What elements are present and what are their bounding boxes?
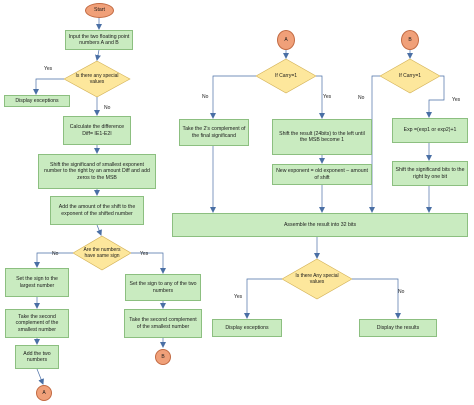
carry-text-b: If Carry=1 [398,73,422,79]
no-label-special2: No [398,289,405,295]
new-exponent-box: New exponent = old exponent – amount of … [272,164,372,185]
yes-label-same-sign: Yes [140,251,149,257]
calculate-difference-box: Calculate the difference Diff= IE1-E2I [63,116,131,145]
connector-a-top: A [277,30,295,50]
second-complement-left-box: Take the second complement of the smalle… [5,309,69,338]
input-numbers-box: Input the two floating point numbers A a… [65,30,133,50]
yes-label-carry-b: Yes [452,97,461,103]
no-label-same-sign: No [52,251,59,257]
carry-decision-b [379,58,441,94]
yes-label-special1: Yes [44,66,53,72]
connector-lines [33,17,445,385]
set-sign-any-box: Set the sign to any of the two numbers [125,274,201,301]
carry-text-a: If Carry=1 [274,73,298,79]
yes-label-special2: Yes [234,294,243,300]
set-sign-largest-box: Set the sign to the largest number [5,268,69,297]
shift-right-one-box: Shift the significand bits to the right … [392,161,468,186]
shift-significand-box: Shift the significand of smallest expone… [38,154,156,189]
no-label-special1: No [104,105,111,111]
display-results-box: Display the results [359,319,437,337]
display-exceptions-box-1: Display exceptions [4,95,70,107]
yes-label-carry-a: Yes [323,94,332,100]
no-label-carry-b: No [358,95,365,101]
no-label-carry-a: No [202,94,209,100]
carry-decision-a [255,58,317,94]
start-terminal: Start [85,3,114,18]
special-values-text-2: Is there Any special values [295,273,339,285]
connector-a-bottom: A [36,385,52,401]
twos-complement-box: Take the 2's complement of the final sig… [179,119,249,146]
connector-b-bottom: B [155,349,171,365]
assemble-result-box: Assemble the result into 32 bits [172,213,468,237]
shift-result-left-box: Shift the result (24bits) to the left un… [272,119,372,155]
display-exceptions-box-2: Display exceptions [212,319,282,337]
add-two-numbers-box: Add the two numbers [15,345,59,369]
same-sign-text: Are the numbers have same sign [83,247,121,259]
exp-plus-one-box: Exp =(exp1 or exp2)+1 [392,118,468,143]
special-values-decision-2 [281,258,353,300]
connector-b-top: B [401,30,419,50]
add-shift-exponent-box: Add the amount of the shift to the expon… [50,196,144,225]
special-values-text-1: Is there any special values [75,73,119,85]
same-sign-decision [72,235,132,271]
second-complement-right-box: Take the second complement of the smalle… [124,309,202,338]
